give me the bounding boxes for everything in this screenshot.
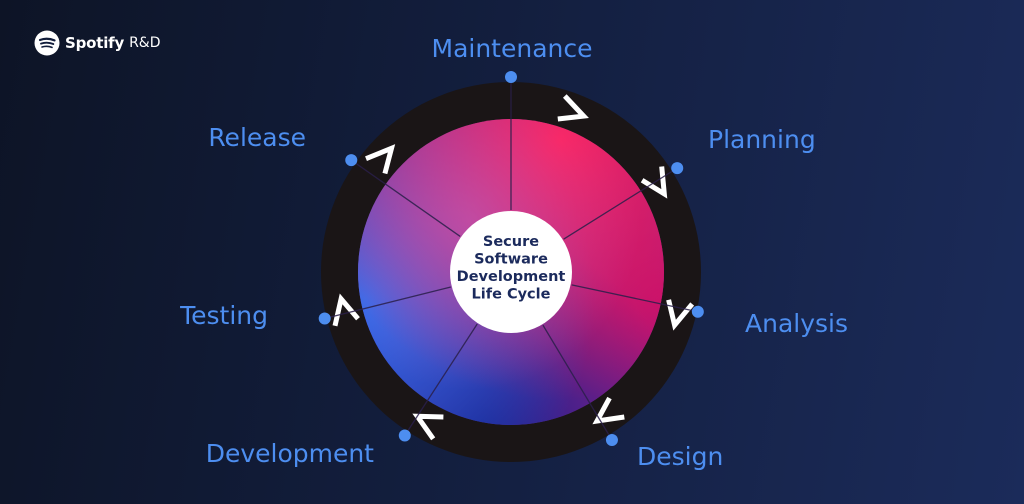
spoke-release [350,159,461,237]
cycle-arrow-1 [557,94,589,122]
phase-label-testing: Testing [179,301,268,330]
center-title-line: Secure [483,234,539,250]
phase-label-release: Release [208,123,306,152]
phase-spokes [324,77,698,441]
phase-label-analysis: Analysis [745,309,848,338]
spoke-design [542,324,613,441]
phase-label-maintenance: Maintenance [432,34,593,63]
node-maintenance [505,71,517,83]
cycle-arrow-4 [592,396,625,425]
phase-label-design: Design [637,442,723,471]
spoke-analysis [571,284,698,313]
brand-name: Spotify [65,34,125,52]
spoke-testing [324,286,451,320]
spotify-icon [34,30,60,56]
node-testing [318,312,331,325]
node-design [605,434,618,447]
cycle-arrow-7 [365,144,396,175]
node-analysis [691,305,704,318]
node-planning [671,162,684,175]
center-title-line: Development [457,269,566,285]
spoke-planning [563,167,678,240]
phase-label-planning: Planning [708,125,816,154]
cycle-arrow-3 [666,299,695,331]
spoke-development [404,323,478,436]
node-development [398,429,411,442]
phase-label-development: Development [206,439,374,468]
cycle-arrows [332,94,695,441]
center-title-line: Software [474,252,548,268]
center-title-line: Life Cycle [472,287,551,303]
brand-suffix: R&D [129,35,161,51]
center-circle [450,211,572,333]
brand-logo: Spotify R&D [34,30,161,56]
node-release [345,154,358,167]
